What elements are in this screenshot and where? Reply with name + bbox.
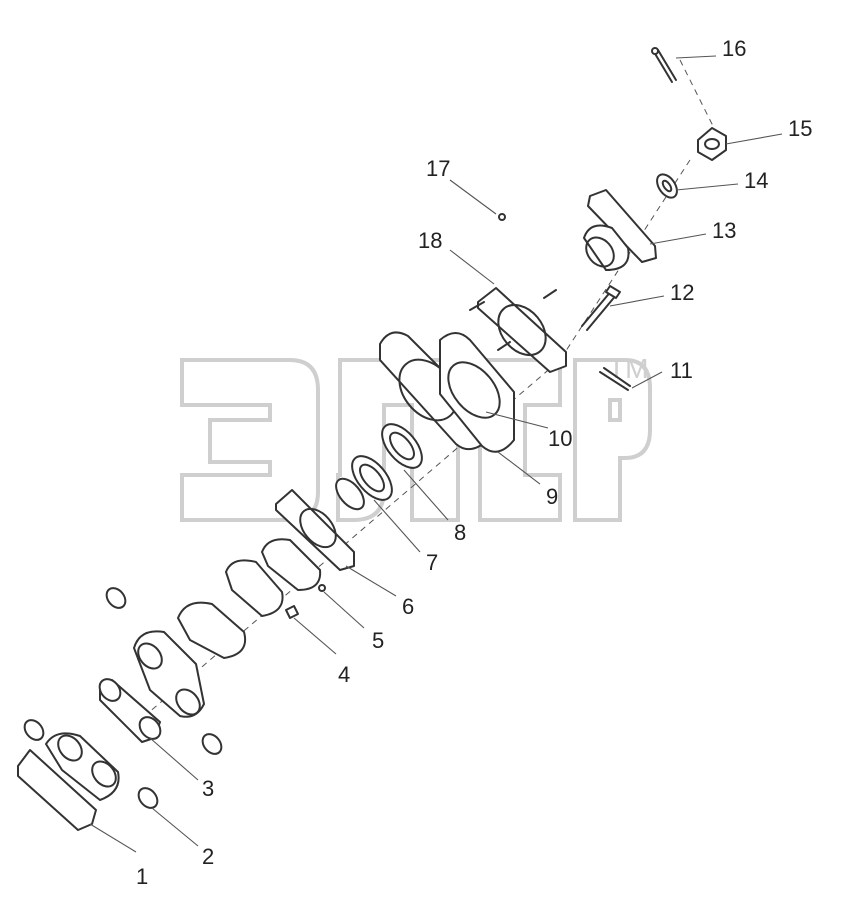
circlips-lower (23, 719, 159, 809)
callout-3: 3 (202, 776, 214, 801)
callouts: 1 2 3 4 5 6 7 8 9 10 11 12 13 14 15 16 1… (136, 36, 812, 889)
part-12-bolt (581, 285, 621, 331)
callout-17: 17 (426, 156, 450, 181)
part-7-ring (351, 455, 393, 501)
callout-2: 2 (202, 844, 214, 869)
callout-12: 12 (670, 280, 694, 305)
callout-10: 10 (548, 426, 572, 451)
part-14-washer (656, 173, 678, 199)
part-8-ring (381, 423, 423, 469)
callout-9: 9 (546, 484, 558, 509)
part-4-nipple (285, 605, 299, 619)
callout-1: 1 (136, 864, 148, 889)
leader-lines (89, 55, 783, 853)
circlips-upper (105, 587, 223, 755)
part-18-flange (469, 287, 567, 373)
spacer-ring (335, 477, 365, 511)
callout-4: 4 (338, 662, 350, 687)
part-15-nut (697, 127, 727, 161)
part-17-fitting (498, 213, 506, 221)
callout-8: 8 (454, 520, 466, 545)
part-5-seal (318, 584, 326, 592)
callout-11: 11 (670, 358, 693, 383)
watermark-trademark: TM (608, 353, 648, 384)
callout-18: 18 (418, 228, 442, 253)
sleeve (225, 559, 284, 617)
yoke-shaft (133, 601, 246, 718)
callout-6: 6 (402, 594, 414, 619)
callout-15: 15 (788, 116, 812, 141)
callout-13: 13 (712, 218, 736, 243)
callout-14: 14 (744, 168, 768, 193)
part-16-bolt (651, 47, 677, 83)
part-11-bolt (599, 367, 631, 391)
part-13-flange (583, 189, 657, 271)
callout-5: 5 (372, 628, 384, 653)
part-6-flange-hub (261, 489, 355, 591)
part-1-flange-yoke (17, 732, 120, 831)
callout-16: 16 (722, 36, 746, 61)
callout-7: 7 (426, 550, 438, 575)
part-3-spider (98, 678, 162, 743)
